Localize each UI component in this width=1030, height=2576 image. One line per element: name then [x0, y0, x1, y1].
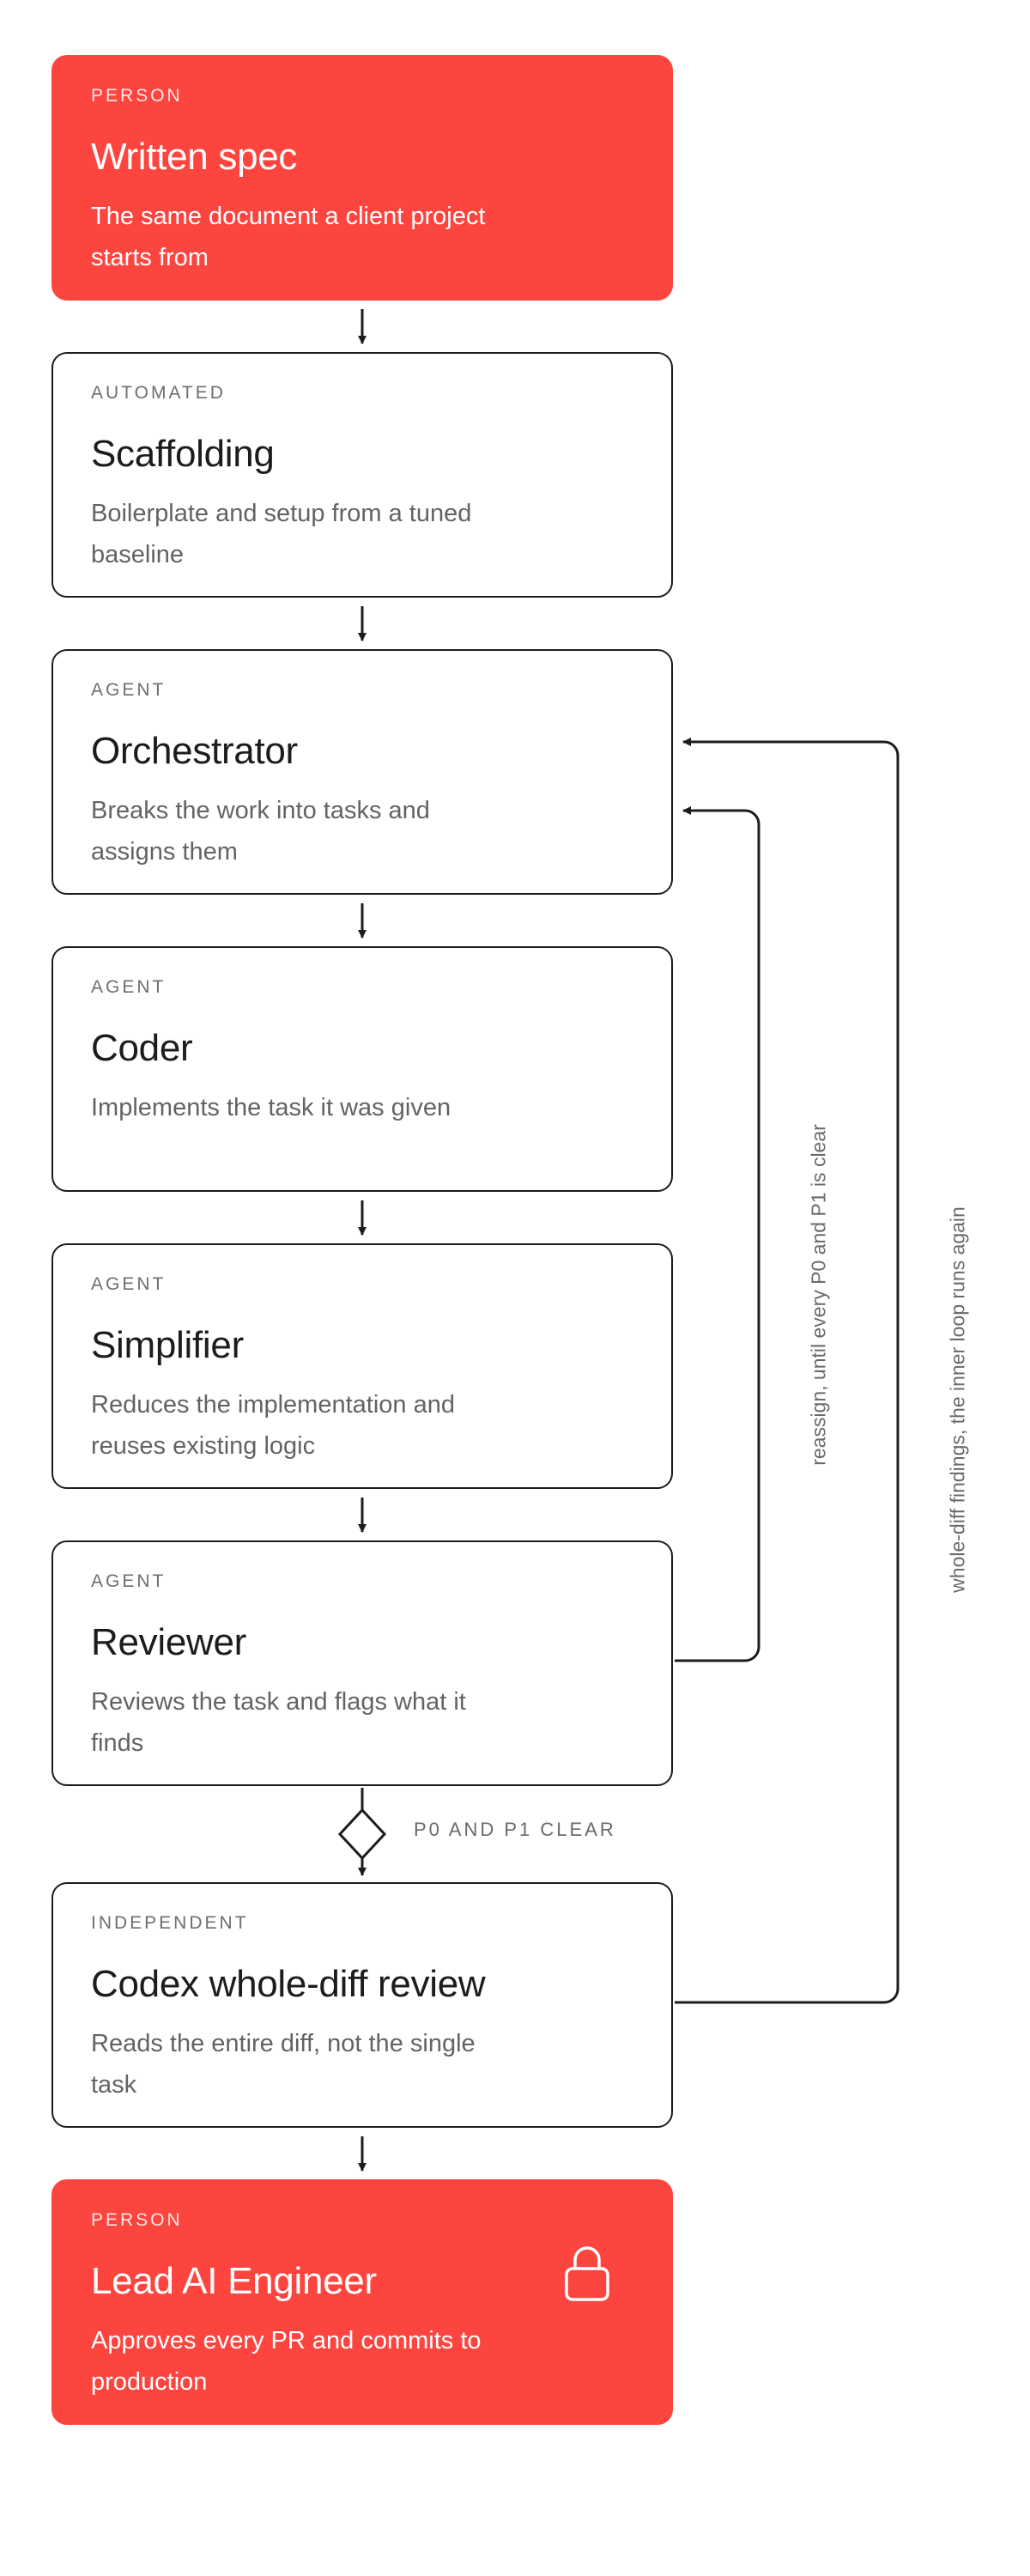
inner-loop-label: reassign, until every P0 and P1 is clear [807, 1124, 830, 1466]
node-orchestrator: AGENT Orchestrator Breaks the work into … [52, 649, 673, 895]
node-kicker: AGENT [91, 680, 167, 700]
node-kicker: INDEPENDENT [91, 1913, 249, 1933]
node-description: Reads the entire diff, not the single ta… [91, 2030, 476, 2099]
node-lead-ai-engineer: PERSON Lead AI Engineer Approves every P… [52, 2179, 673, 2425]
node-kicker: AGENT [91, 977, 167, 997]
outer-loop-label: whole-diff findings, the inner loop runs… [946, 1206, 969, 1593]
inner-loop-connector [675, 806, 760, 1662]
node-coder: AGENT Coder Implements the task it was g… [52, 946, 673, 1192]
node-description: Breaks the work into tasks and assigns t… [91, 797, 430, 866]
node-codex-review: INDEPENDENT Codex whole-diff review Read… [52, 1882, 673, 2128]
node-description: Boilerplate and setup from a tuned basel… [91, 500, 472, 568]
node-title: Lead AI Engineer [91, 2260, 377, 2302]
node-description: Approves every PR and commits to product… [91, 2327, 482, 2396]
node-title: Scaffolding [91, 433, 275, 475]
node-description: Reviews the task and flags what it finds [91, 1688, 466, 1757]
lock-icon [565, 2246, 609, 2301]
node-scaffolding: AUTOMATED Scaffolding Boilerplate and se… [52, 352, 673, 598]
node-kicker: PERSON [91, 2210, 183, 2230]
node-kicker: AGENT [91, 1571, 167, 1591]
node-description: Reduces the implementation and reuses ex… [91, 1391, 455, 1460]
node-title: Simplifier [91, 1324, 244, 1366]
outer-loop-connector [675, 738, 900, 2004]
node-title: Codex whole-diff review [91, 1963, 486, 2005]
gate-label: P0 AND P1 CLEAR [414, 1819, 616, 1840]
node-description: Implements the task it was given [91, 1094, 451, 1121]
node-title: Orchestrator [91, 730, 298, 772]
node-reviewer: AGENT Reviewer Reviews the task and flag… [52, 1540, 673, 1786]
node-kicker: AGENT [91, 1274, 167, 1294]
node-simplifier: AGENT Simplifier Reduces the implementat… [52, 1243, 673, 1489]
node-title: Coder [91, 1027, 193, 1069]
node-description: The same document a client project start… [91, 203, 486, 271]
node-title: Written spec [91, 136, 298, 178]
node-kicker: PERSON [91, 86, 183, 106]
node-kicker: AUTOMATED [91, 383, 226, 403]
decision-gate-diamond [337, 1807, 387, 1861]
node-title: Reviewer [91, 1621, 246, 1663]
node-written-spec: PERSON Written spec The same document a … [52, 55, 673, 301]
